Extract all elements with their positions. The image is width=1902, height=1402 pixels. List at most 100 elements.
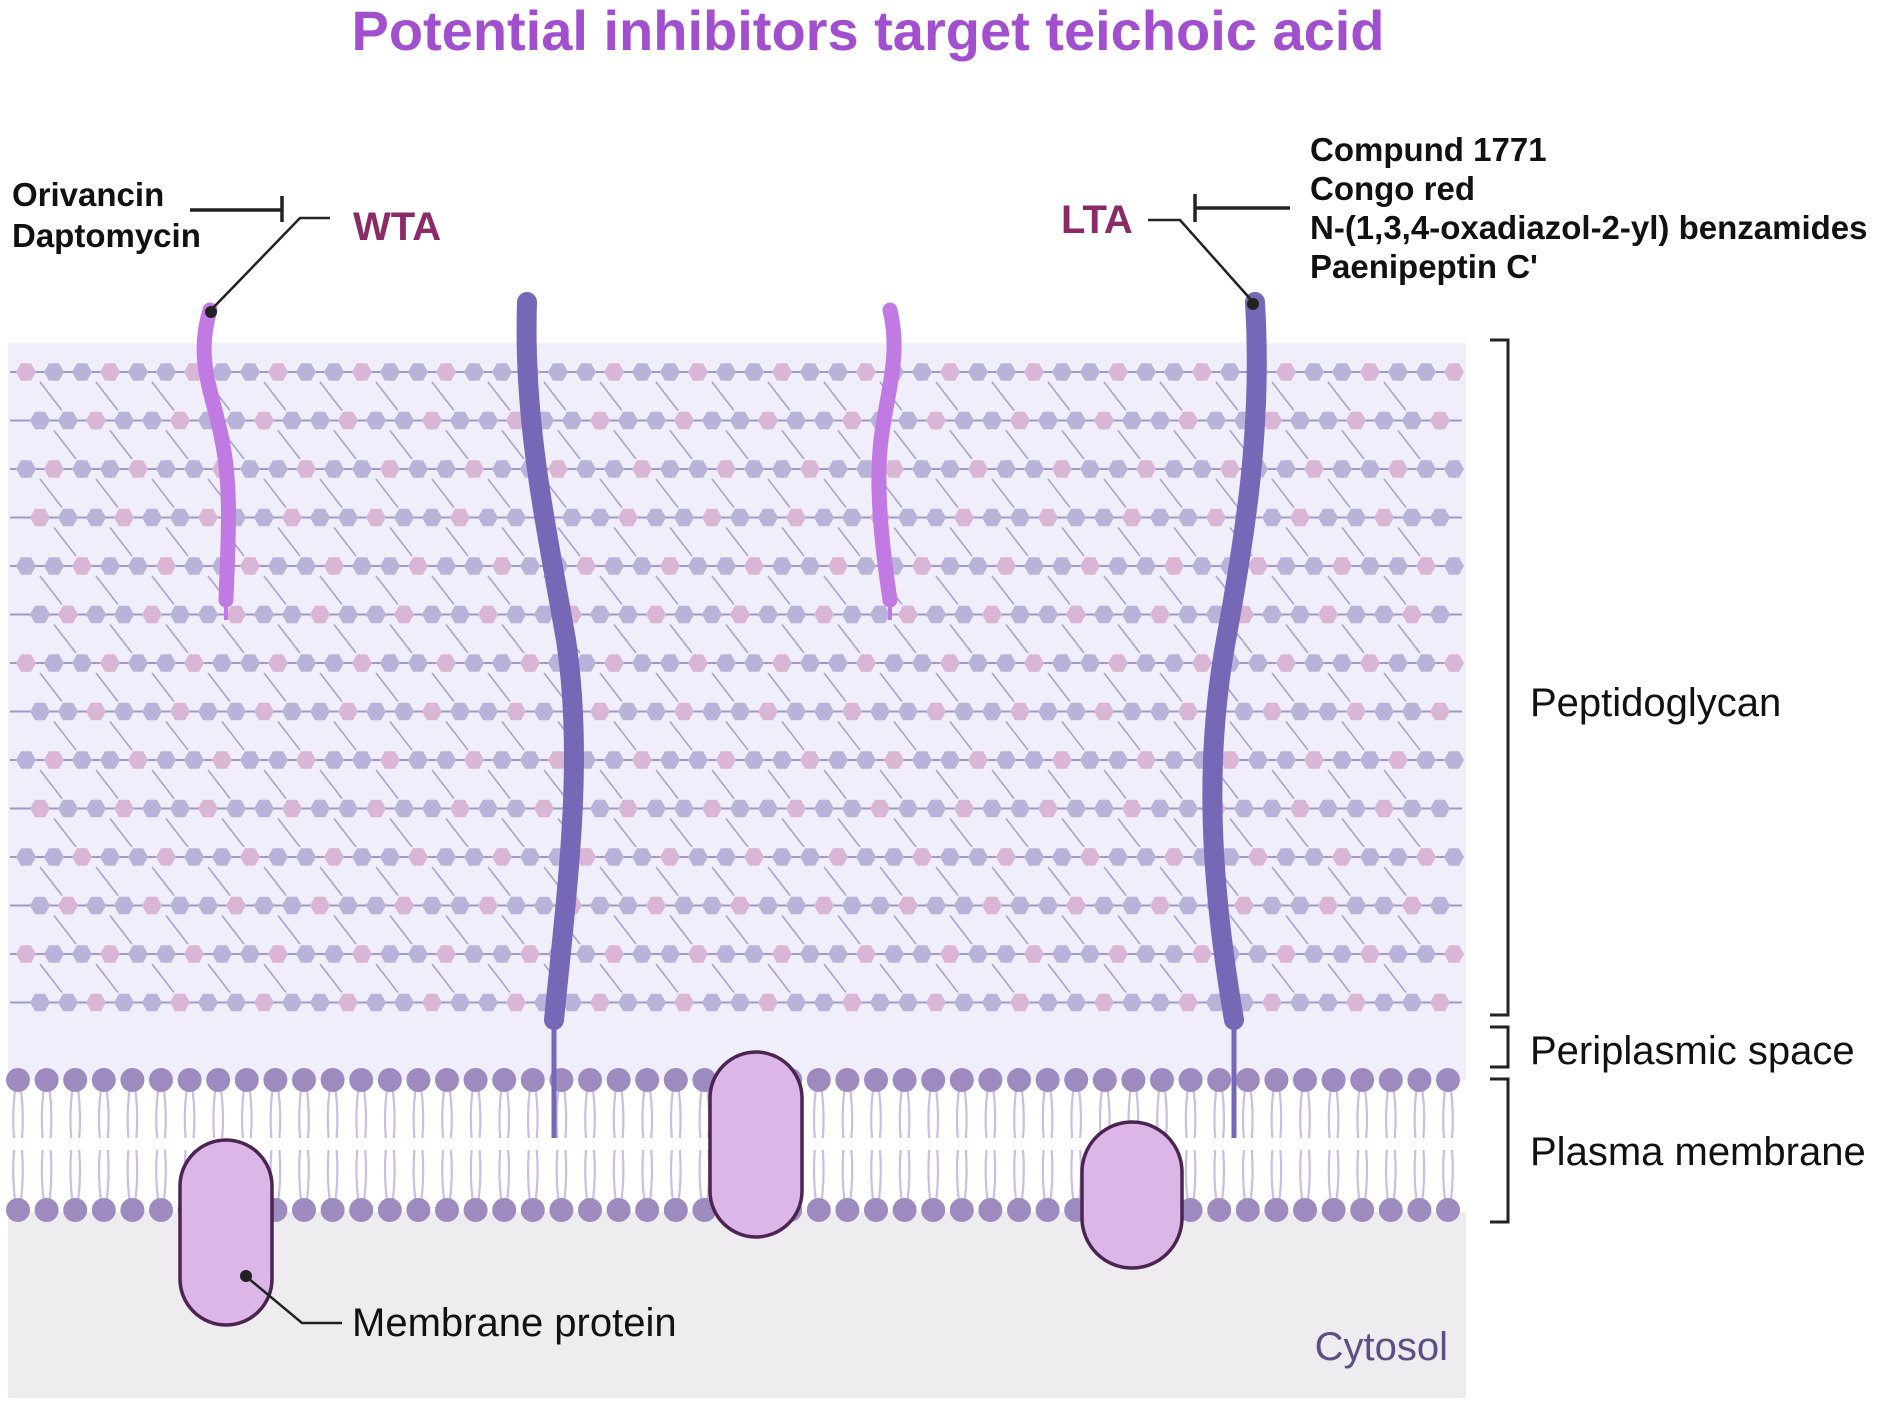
lipid-tail	[870, 1149, 875, 1201]
lipid-tail	[526, 1149, 531, 1201]
lipid-tail	[841, 1149, 846, 1201]
sugar-hexagon	[1010, 508, 1030, 527]
peptide-crosslink	[1327, 769, 1351, 799]
peptide-crosslink	[1117, 915, 1141, 945]
peptide-crosslink	[487, 381, 511, 411]
sugar-hexagon	[744, 848, 764, 866]
sugar-hexagon	[674, 799, 694, 818]
peptide-crosslink	[837, 624, 861, 654]
lipid-tail	[849, 1089, 854, 1139]
sugar-hexagon	[464, 848, 484, 866]
sugar-hexagon	[744, 654, 764, 672]
sugar-hexagon	[1122, 411, 1142, 430]
peptide-crosslink	[949, 624, 973, 654]
lipid-head	[949, 1068, 974, 1092]
sugar-hexagon	[1080, 945, 1100, 963]
sugar-hexagon	[310, 411, 330, 430]
sugar-hexagon	[562, 993, 582, 1012]
sugar-hexagon	[618, 896, 638, 915]
sugar-hexagon	[1136, 945, 1156, 963]
wta-label: WTA	[353, 205, 441, 249]
peptide-crosslink	[655, 769, 679, 799]
sugar-hexagon	[240, 654, 260, 672]
sugar-hexagon	[408, 557, 428, 575]
lipid-tail	[641, 1089, 646, 1139]
sugar-hexagon	[226, 896, 246, 915]
sugar-hexagon	[1276, 751, 1296, 769]
peptide-crosslink	[277, 430, 301, 460]
peptide-crosslink	[1271, 672, 1295, 702]
wta-inhibitor-1: Orivancin	[12, 176, 164, 213]
peptide-crosslink	[95, 963, 119, 993]
peptide-crosslink	[445, 430, 469, 460]
peptide-crosslink	[1215, 381, 1239, 411]
sugar-hexagon	[338, 896, 358, 915]
peptide-crosslink	[375, 381, 399, 411]
sugar-hexagon	[1444, 654, 1464, 672]
lta-leader-dot	[1247, 298, 1259, 310]
sugar-hexagon	[268, 751, 288, 769]
sugar-hexagon	[198, 605, 218, 624]
sugar-hexagon	[870, 605, 890, 624]
sugar-hexagon	[1304, 945, 1324, 963]
peptide-crosslink	[1285, 527, 1309, 557]
peptide-crosslink	[277, 624, 301, 654]
lipid-tail	[77, 1089, 82, 1139]
sugar-hexagon	[352, 751, 372, 769]
sugar-hexagon	[492, 945, 512, 963]
sugar-hexagon	[86, 799, 106, 818]
sugar-hexagon	[1150, 702, 1170, 721]
sugar-hexagon	[1136, 751, 1156, 769]
sugar-hexagon	[492, 848, 512, 866]
sugar-hexagon	[660, 460, 680, 478]
sugar-hexagon	[198, 993, 218, 1012]
sugar-hexagon	[744, 460, 764, 478]
sugar-hexagon	[254, 896, 274, 915]
sugar-hexagon	[940, 460, 960, 478]
sugar-hexagon	[100, 848, 120, 866]
peptide-crosslink	[893, 915, 917, 945]
sugar-hexagon	[800, 654, 820, 672]
sugar-hexagon	[464, 363, 484, 381]
sugar-hexagon	[618, 799, 638, 818]
peptide-crosslink	[1117, 527, 1141, 557]
sugar-hexagon	[170, 605, 190, 624]
sugar-hexagon	[1038, 605, 1058, 624]
sugar-hexagon	[856, 557, 876, 575]
sugar-hexagon	[86, 508, 106, 527]
sugar-hexagon	[576, 557, 596, 575]
peptide-crosslink	[109, 624, 133, 654]
lipid-tail	[12, 1089, 17, 1139]
sugar-hexagon	[912, 945, 932, 963]
lipid-tail	[134, 1089, 139, 1139]
peptide-crosslink	[487, 769, 511, 799]
sugar-hexagon	[1178, 896, 1198, 915]
sugar-hexagon	[366, 702, 386, 721]
sugar-hexagon	[380, 460, 400, 478]
sugar-hexagon	[772, 557, 792, 575]
sugar-hexagon	[1388, 363, 1408, 381]
sugar-hexagon	[1402, 896, 1422, 915]
peptide-crosslink	[207, 963, 231, 993]
sugar-hexagon	[1010, 993, 1030, 1012]
peptide-crosslink	[767, 478, 791, 508]
lipid-tail	[162, 1089, 167, 1139]
lipid-tail	[698, 1089, 703, 1139]
membrane-protein	[708, 1050, 804, 1239]
sugar-hexagon	[688, 751, 708, 769]
sugar-hexagon	[674, 702, 694, 721]
peptide-crosslink	[109, 915, 133, 945]
lipid-head	[606, 1198, 631, 1222]
sugar-hexagon	[912, 848, 932, 866]
peptide-crosslink	[837, 721, 861, 751]
sugar-hexagon	[352, 460, 372, 478]
wta-chain	[871, 302, 902, 608]
peptide-crosslink	[613, 915, 637, 945]
sugar-hexagon	[16, 945, 36, 963]
lipid-head	[263, 1068, 288, 1092]
sugar-hexagon	[618, 993, 638, 1012]
peptide-crosslink	[221, 721, 245, 751]
peptide-crosslink	[1271, 963, 1295, 993]
sugar-hexagon	[1304, 654, 1324, 672]
lipid-head	[1436, 1068, 1460, 1092]
